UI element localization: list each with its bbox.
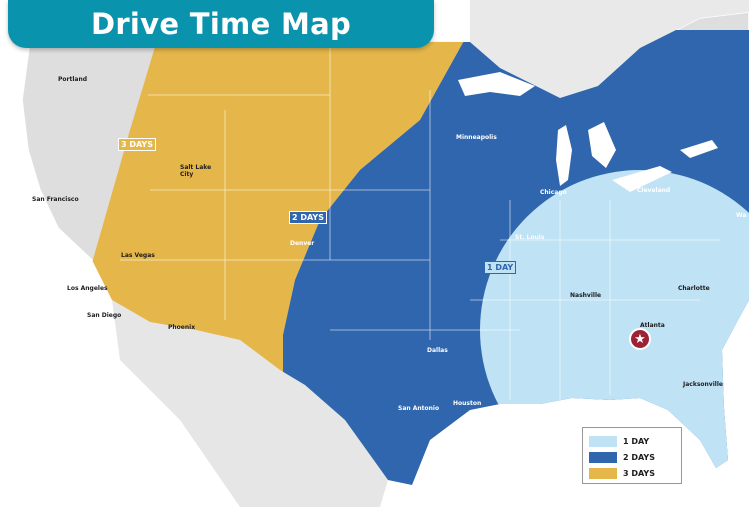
city-chicago: Chicago — [540, 189, 567, 196]
star-icon: ★ — [634, 331, 646, 347]
zone-label-1-day: 1 DAY — [484, 261, 517, 274]
map-legend: 1 DAY 2 DAYS 3 DAYS — [582, 427, 682, 484]
lake-ontario — [680, 140, 718, 158]
city-houston: Houston — [453, 400, 482, 407]
legend-swatch — [589, 451, 617, 463]
zone-label-3-days: 3 DAYS — [118, 138, 156, 151]
legend-swatch — [589, 435, 617, 447]
city-los-angeles: Los Angeles — [67, 285, 108, 292]
city-salt-lake-city: Salt Lake City — [180, 164, 212, 178]
legend-item-3-days: 3 DAYS — [589, 465, 675, 481]
legend-label: 2 DAYS — [623, 452, 655, 462]
city-dallas: Dallas — [427, 347, 448, 354]
city-cleveland: Cleveland — [637, 187, 671, 194]
page-title: Drive Time Map — [90, 7, 352, 41]
legend-label: 1 DAY — [623, 436, 650, 446]
city-phoenix: Phoenix — [168, 324, 196, 331]
city-portland: Portland — [58, 76, 88, 83]
city-charlotte: Charlotte — [678, 285, 710, 292]
legend-swatch — [589, 467, 617, 479]
city-denver: Denver — [290, 240, 315, 247]
city-jacksonville: Jacksonville — [683, 381, 723, 388]
city-las-vegas: Las Vegas — [121, 252, 155, 259]
zone-3-days — [90, 30, 470, 380]
lake-huron — [588, 122, 616, 168]
legend-label: 3 DAYS — [623, 468, 655, 478]
title-banner: Drive Time Map — [8, 0, 434, 48]
lake-erie — [612, 166, 672, 192]
legend-item-2-days: 2 DAYS — [589, 449, 675, 465]
lake-michigan — [556, 125, 572, 186]
origin-marker: ★ — [629, 328, 651, 350]
city-washington-partial: Wa — [736, 212, 747, 219]
city-nashville: Nashville — [570, 292, 602, 299]
city-san-diego: San Diego — [87, 312, 122, 319]
city-atlanta: Atlanta — [640, 322, 665, 329]
city-san-antonio: San Antonio — [398, 405, 440, 412]
legend-item-1-day: 1 DAY — [589, 433, 675, 449]
city-minneapolis: Minneapolis — [456, 134, 497, 141]
lake-superior — [458, 72, 535, 96]
city-san-francisco: San Francisco — [32, 196, 79, 203]
city-st-louis: St. Louis — [515, 234, 545, 241]
zone-label-2-days: 2 DAYS — [289, 211, 327, 224]
